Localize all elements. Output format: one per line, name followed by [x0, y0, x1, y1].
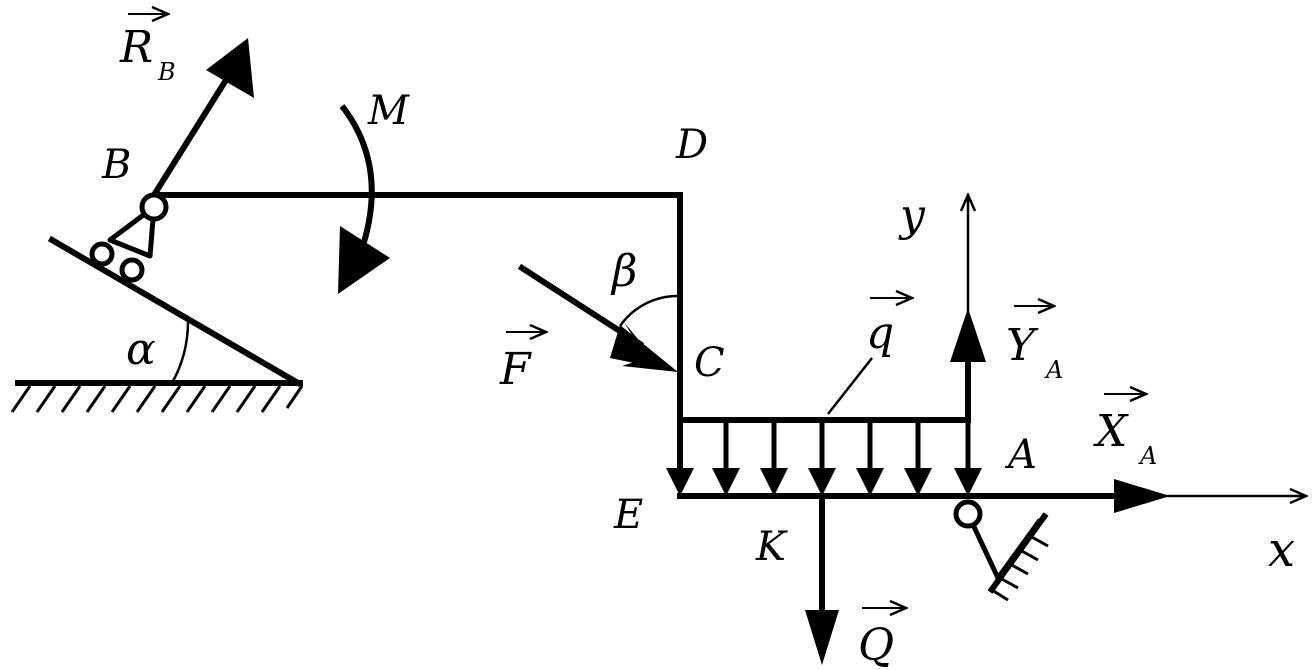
reaction-xa-arrowhead: [1114, 479, 1170, 513]
roller-support-b: [89, 205, 157, 283]
label-reaction-rb: R B: [119, 14, 176, 86]
label-point-b: B: [101, 142, 131, 188]
label-alpha: α: [126, 324, 156, 375]
label-reaction-ya: Y A: [1006, 306, 1063, 384]
label-point-e: E: [613, 492, 643, 538]
alpha-arc: [170, 321, 190, 384]
moment-m-arrowhead: [338, 226, 390, 294]
reaction-rb-shaft: [149, 75, 231, 200]
frame: [154, 192, 968, 423]
svg-text:Y: Y: [1006, 320, 1039, 371]
svg-text:X: X: [1093, 406, 1129, 457]
label-axis-x: x: [1268, 522, 1295, 578]
label-resultant-q: Q: [858, 608, 906, 670]
label-point-a: A: [1004, 432, 1037, 478]
pin-support-a: [953, 499, 1049, 602]
label-point-k: K: [755, 524, 788, 570]
ground-left: [10, 380, 304, 413]
svg-text:F: F: [499, 344, 532, 395]
pin-a: [953, 499, 983, 529]
label-point-c: C: [694, 340, 725, 386]
reaction-ya-arrowhead: [950, 308, 986, 362]
svg-text:A: A: [1138, 442, 1157, 470]
svg-text:q: q: [866, 308, 894, 359]
label-axis-y: y: [898, 190, 926, 241]
force-q-arrowhead: [805, 610, 839, 665]
distributed-load-arrowheads: [666, 468, 982, 496]
svg-text:R: R: [119, 22, 153, 73]
label-reaction-xa: X A: [1093, 394, 1157, 470]
svg-text:A: A: [1044, 356, 1063, 384]
label-moment-m: M: [367, 88, 410, 134]
q-leader-line: [827, 357, 873, 415]
label-point-d: D: [675, 122, 708, 168]
svg-text:Q: Q: [858, 620, 894, 670]
label-load-q: q: [866, 298, 912, 359]
distributed-load-q: [723, 420, 971, 472]
inclined-plane: [47, 235, 303, 388]
roller-wheel: [89, 241, 115, 267]
label-beta: β: [610, 246, 637, 297]
label-force-f: F: [499, 332, 546, 395]
beta-arc: [618, 294, 681, 327]
hinge-b: [139, 192, 169, 222]
force-f-head: [610, 325, 678, 372]
reaction-rb-arrowhead: [206, 38, 254, 98]
roller-wheel: [119, 257, 145, 283]
ground-hatching: [10, 385, 304, 413]
svg-text:B: B: [157, 58, 176, 86]
moment-m-arc: [339, 104, 375, 262]
